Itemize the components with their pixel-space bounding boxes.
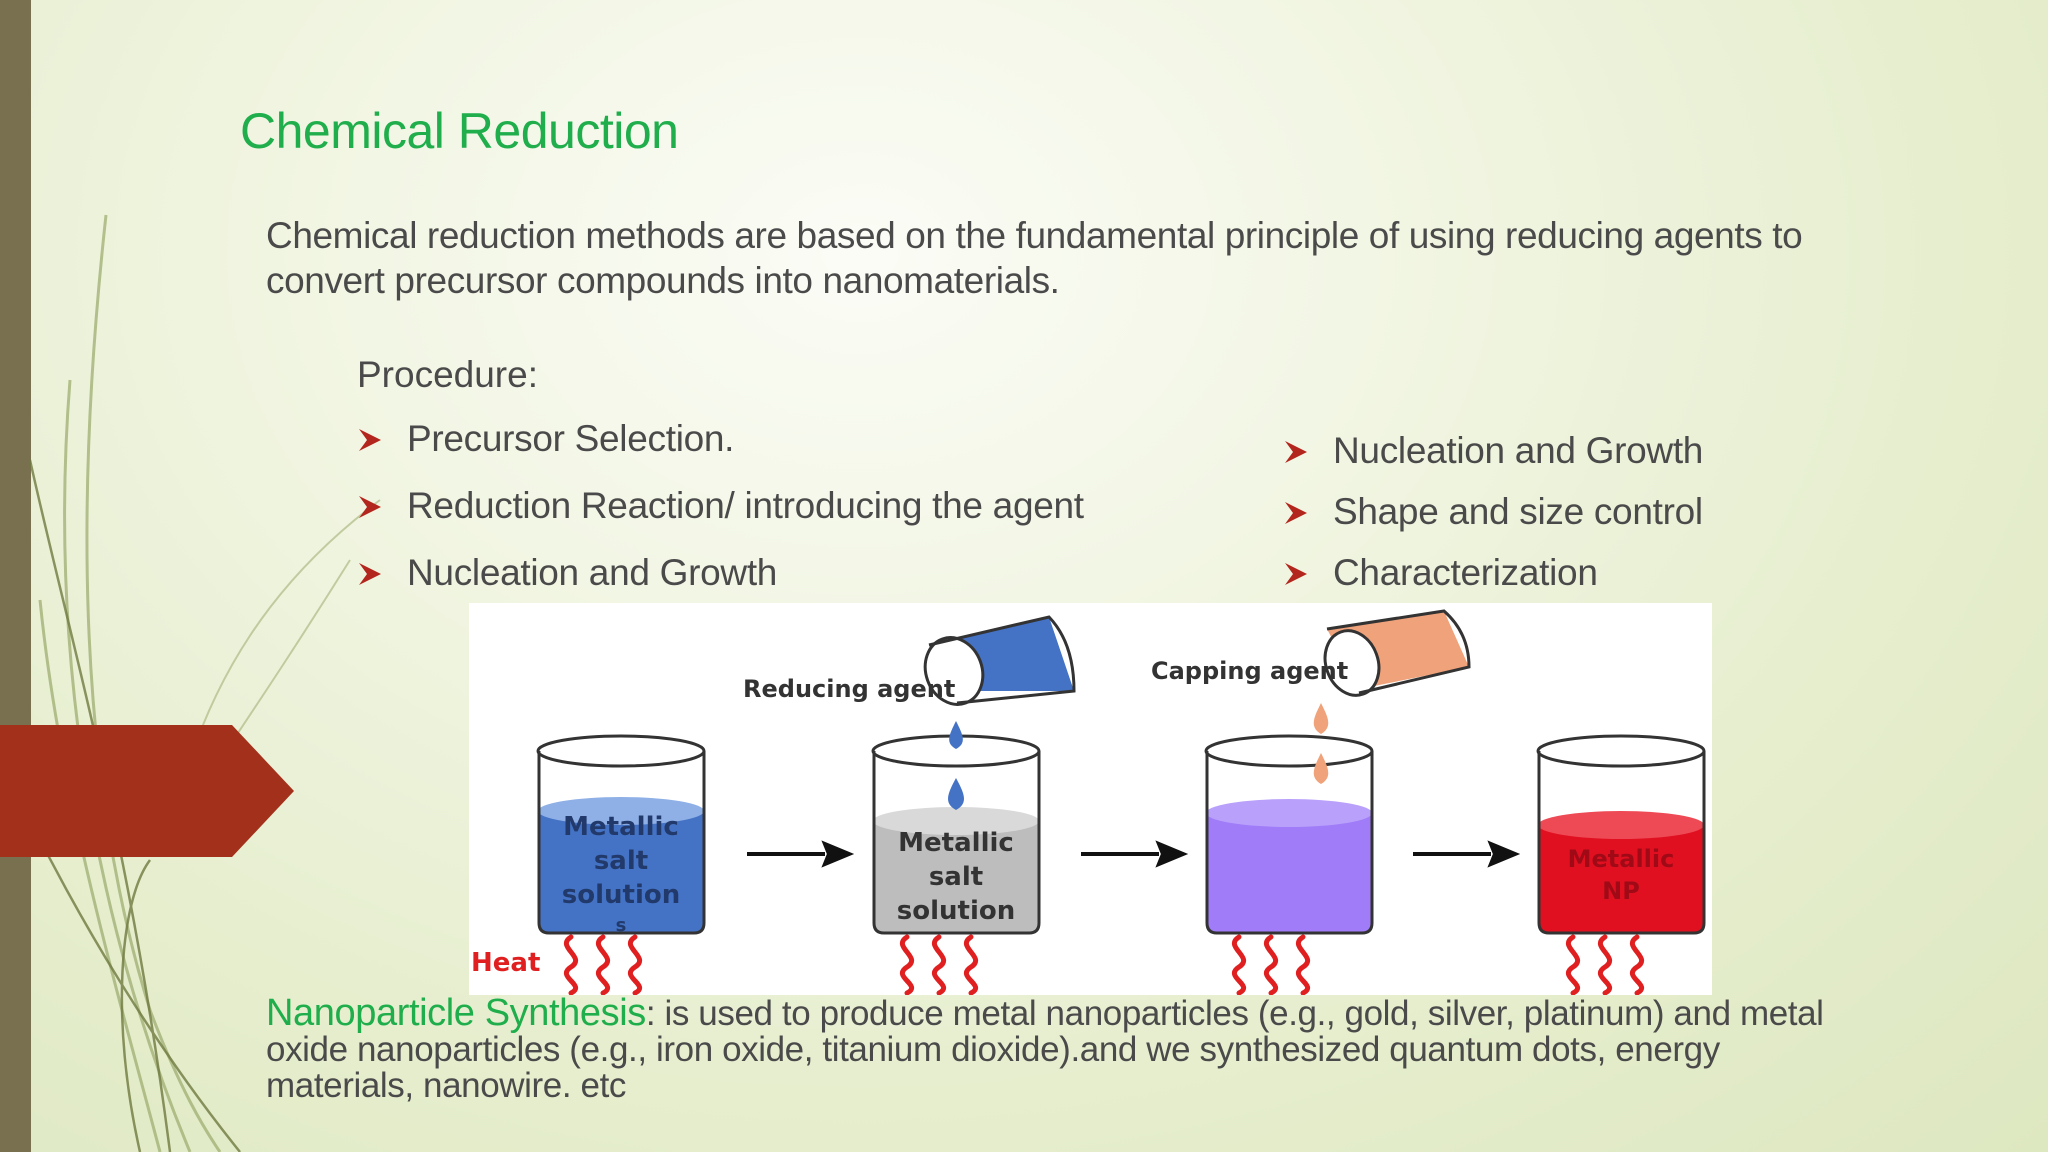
synthesis-heading: Nanoparticle Synthesis <box>266 992 646 1034</box>
beaker4-text-line2: NP <box>1602 877 1640 905</box>
capping-agent-label: Capping agent <box>1151 657 1348 685</box>
list-item: Shape and size control <box>1283 491 1703 552</box>
chemical-reduction-diagram: Metallic salt solution s Metallic salt s… <box>469 603 1712 995</box>
reducing-agent-label: Reducing agent <box>743 675 955 703</box>
bullet-label: Precursor Selection. <box>407 418 735 459</box>
beaker2-text-line2: salt <box>929 862 983 892</box>
arrowhead-bullet-icon <box>1285 563 1307 585</box>
beaker2-text-line3: solution <box>897 896 1015 926</box>
arrowhead-bullet-icon <box>1285 502 1307 524</box>
intro-paragraph: Chemical reduction methods are based on … <box>266 215 1803 301</box>
arrowhead-bullet-icon <box>1285 441 1307 463</box>
beaker-purple-solution <box>1204 734 1374 935</box>
beaker1-text-line1: Metallic <box>563 812 679 842</box>
bullet-label: Reduction Reaction/ introducing the agen… <box>407 485 1084 526</box>
bullet-label: Nucleation and Growth <box>407 552 778 593</box>
beaker-metallic-salt-gray: Metallic salt solution <box>871 734 1041 935</box>
beaker1-text-line3: solution <box>562 880 680 910</box>
arrowhead-bullet-icon <box>359 429 381 451</box>
procedure-list-right: Nucleation and Growth Shape and size con… <box>1283 430 1703 613</box>
list-item: Precursor Selection. <box>357 418 1084 485</box>
right-arrow-icon <box>747 840 1521 868</box>
side-bar-decoration <box>0 0 31 1152</box>
procedure-list-left: Precursor Selection. Reduction Reaction/… <box>357 418 1084 619</box>
beaker-metallic-salt-blue: Metallic salt solution s <box>536 734 706 936</box>
beaker1-text-line4: s <box>616 915 627 936</box>
beaker1-text-line2: salt <box>594 846 648 876</box>
arrowhead-bullet-icon <box>359 496 381 518</box>
heat-label: Heat <box>471 948 540 978</box>
arrowhead-bullet-icon <box>359 563 381 585</box>
beaker4-text-line1: Metallic <box>1568 845 1675 873</box>
list-item: Reduction Reaction/ introducing the agen… <box>357 485 1084 552</box>
slide-title: Chemical Reduction <box>240 103 679 159</box>
capping-agent-cup <box>1313 609 1471 784</box>
bullet-label: Shape and size control <box>1333 491 1703 532</box>
bullet-label: Characterization <box>1333 552 1598 593</box>
arrow-tab-decoration <box>0 725 294 857</box>
reducing-agent-cup <box>923 615 1076 810</box>
bullet-label: Nucleation and Growth <box>1333 430 1704 471</box>
synthesis-text: : is used to produce metal nanoparticles… <box>266 994 1824 1105</box>
synthesis-paragraph: Nanoparticle Synthesis: is used to produ… <box>266 992 1846 1105</box>
procedure-label: Procedure: <box>357 354 538 395</box>
list-item: Nucleation and Growth <box>357 552 1084 619</box>
list-item: Characterization <box>1283 552 1703 613</box>
list-item: Nucleation and Growth <box>1283 430 1703 491</box>
heat-wave-icon <box>566 937 1641 993</box>
beaker2-text-line1: Metallic <box>898 828 1014 858</box>
beaker-metallic-np-red: Metallic NP <box>1536 734 1706 935</box>
